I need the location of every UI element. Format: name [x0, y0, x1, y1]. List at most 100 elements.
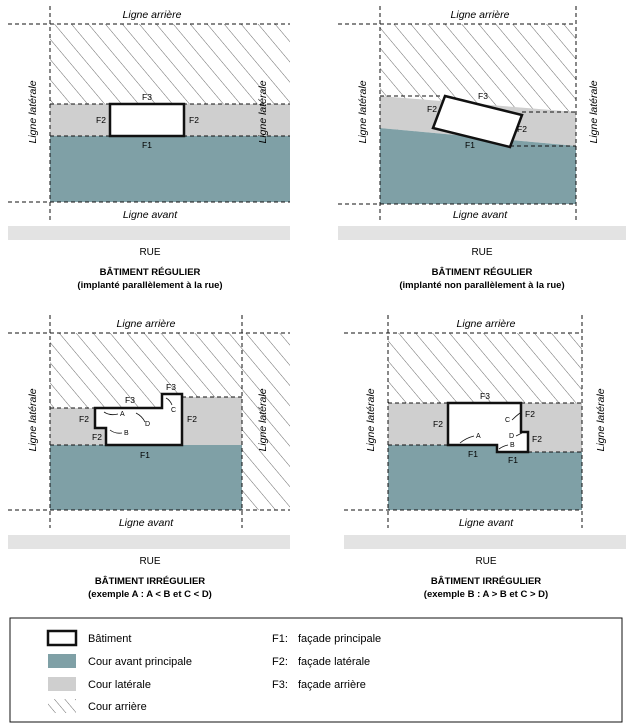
panel-subtitle: (exemple B : A > B et C > D): [424, 589, 548, 600]
legend-code-f3: F3:: [272, 679, 288, 691]
side-line-label-right: Ligne latérale: [257, 388, 269, 451]
rear-line-label: Ligne arrière: [117, 318, 176, 330]
label-f3-upper: F3: [166, 382, 176, 392]
rear-line-label: Ligne arrière: [123, 9, 182, 21]
front-line-label: Ligne avant: [123, 209, 178, 221]
street-band: [8, 226, 290, 240]
arrow-a-icon: [459, 435, 475, 444]
street-band: [344, 535, 626, 549]
front-line-label: Ligne avant: [119, 517, 174, 529]
legend-label-side-yard: Cour latérale: [88, 679, 151, 691]
arrow-c-icon: [511, 412, 521, 421]
arrow-d-icon: [515, 432, 523, 437]
side-line-label-left: Ligne latérale: [365, 388, 377, 451]
label-f3: F3: [480, 391, 490, 401]
label-f1-step: F1: [508, 455, 518, 465]
street-label: RUE: [471, 247, 492, 258]
rear-yard: [50, 24, 290, 104]
label-a: A: [476, 433, 481, 440]
front-line-label: Ligne avant: [459, 517, 514, 529]
arrow-c-icon: [165, 397, 173, 406]
front-yard: [380, 128, 576, 204]
label-d: D: [509, 433, 514, 440]
label-f2-right: F2: [187, 414, 197, 424]
legend-code-f1: F1:: [272, 633, 288, 645]
label-f3: F3: [142, 92, 152, 102]
legend-code-f2: F2:: [272, 656, 288, 668]
panel-title: BÂTIMENT RÉGULIER: [432, 266, 533, 278]
front-line-label: Ligne avant: [453, 209, 508, 221]
panel-subtitle: (exemple A : A < B et C < D): [88, 589, 212, 600]
side-yard: [388, 403, 448, 445]
panel-irregular-example-a: F3 F3 F1 F2 F2 F2 A B C D Ligne arrière …: [8, 315, 290, 600]
legend-label-rear-yard: Cour arrière: [88, 701, 147, 713]
side-line-label-right: Ligne latérale: [588, 80, 600, 143]
label-c: C: [171, 407, 176, 414]
panel-subtitle: (implanté parallèlement à la rue): [77, 280, 222, 291]
side-line-label-left: Ligne latérale: [27, 388, 39, 451]
label-f2-left: F2: [96, 115, 106, 125]
building: [446, 401, 530, 454]
side-line-label-left: Ligne latérale: [357, 80, 369, 143]
panel-subtitle: (implanté non parallèlement à la rue): [399, 280, 564, 291]
street-label: RUE: [139, 556, 160, 567]
label-f1: F1: [140, 450, 150, 460]
panel-title: BÂTIMENT RÉGULIER: [100, 266, 201, 278]
side-line-label-right: Ligne latérale: [595, 388, 607, 451]
panel-irregular-example-b: F3 F1 F1 F2 F2 F2 A B C D Ligne arrière …: [344, 315, 626, 600]
legend-frame: [9, 617, 623, 723]
label-f2-right-lower: F2: [532, 434, 542, 444]
label-b: B: [510, 442, 515, 449]
arrow-b-icon: [498, 444, 509, 450]
side-line-label-left: Ligne latérale: [27, 80, 39, 143]
arrow-b-icon: [109, 429, 123, 434]
front-yard: [50, 445, 242, 510]
side-yard-right: [521, 403, 582, 452]
label-f2-right: F2: [189, 115, 199, 125]
label-f2-left: F2: [79, 414, 89, 424]
legend-desc-f2: façade latérale: [298, 656, 370, 668]
panel-title: BÂTIMENT IRRÉGULIER: [95, 575, 205, 587]
legend-label-front-yard: Cour avant principale: [88, 656, 192, 668]
front-yard: [388, 445, 582, 510]
label-b: B: [124, 430, 129, 437]
rear-line-label: Ligne arrière: [457, 318, 516, 330]
front-yard-swatch: [48, 654, 76, 668]
arrow-d-icon: [135, 412, 146, 423]
rear-line-label: Ligne arrière: [451, 9, 510, 21]
label-f1: F1: [465, 140, 475, 150]
building: [431, 94, 524, 149]
label-c: C: [505, 417, 510, 424]
legend-desc-f3: façade arrière: [298, 679, 366, 691]
side-line-label-right: Ligne latérale: [257, 80, 269, 143]
label-f2-right: F2: [517, 124, 527, 134]
legend-desc-f1: façade principale: [298, 633, 381, 645]
label-f1: F1: [142, 140, 152, 150]
label-f2-left: F2: [433, 419, 443, 429]
building: [93, 392, 184, 447]
panel-title: BÂTIMENT IRRÉGULIER: [431, 575, 541, 587]
front-yard: [50, 136, 290, 202]
legend: Bâtiment Cour avant principale Cour laté…: [9, 617, 623, 723]
label-f3: F3: [478, 91, 488, 101]
label-f2-right-upper: F2: [525, 409, 535, 419]
label-f2-left: F2: [427, 104, 437, 114]
side-yard-swatch: [48, 677, 76, 691]
label-d: D: [145, 421, 150, 428]
label-f3: F3: [125, 395, 135, 405]
side-yard-right: [182, 397, 242, 445]
label-a: A: [120, 411, 125, 418]
building: [108, 102, 186, 138]
rear-yard-hatch-swatch: [48, 699, 76, 713]
side-yard: [50, 408, 106, 445]
panel-regular-parallel: F3 F1 F2 F2 Ligne arrière Ligne avant Li…: [8, 6, 290, 291]
street-band: [8, 535, 290, 549]
label-f1: F1: [468, 449, 478, 459]
street-band: [338, 226, 626, 240]
legend-label-building: Bâtiment: [88, 633, 131, 645]
building-swatch: [46, 629, 78, 647]
label-f2-inner: F2: [92, 432, 102, 442]
street-label: RUE: [475, 556, 496, 567]
street-label: RUE: [139, 247, 160, 258]
